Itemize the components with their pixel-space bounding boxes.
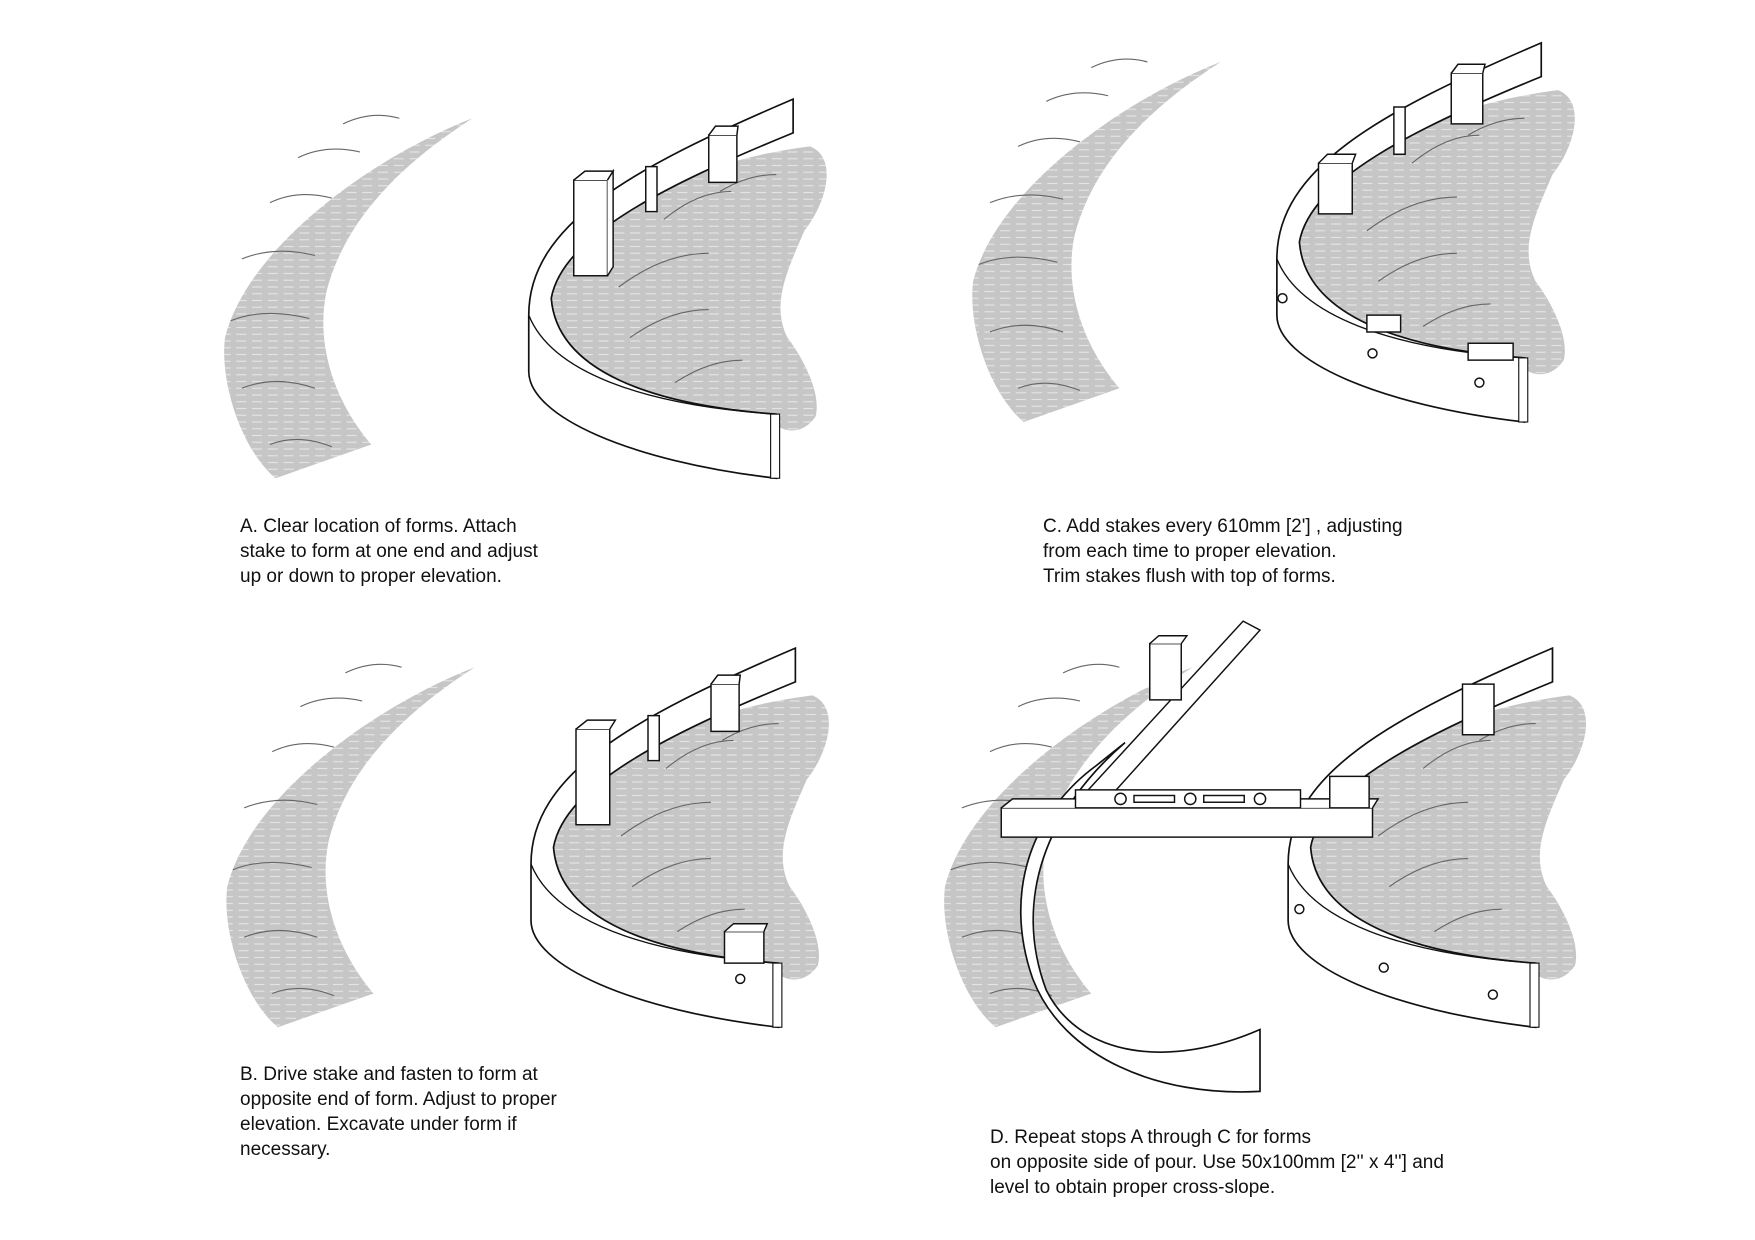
- caption-line: C. Add stakes every 610mm [2'] , adjusti…: [1043, 516, 1403, 537]
- caption-step-b: B. Drive stake and fasten to form at opp…: [240, 1062, 557, 1162]
- caption-line: from each time to proper elevation.: [1043, 541, 1337, 562]
- caption-line: necessary.: [240, 1139, 331, 1160]
- caption-line: Trim stakes flush with top of forms.: [1043, 566, 1336, 587]
- caption-line: stake to form at one end and adjust: [240, 541, 538, 562]
- caption-line: elevation. Excavate under form if: [240, 1114, 517, 1135]
- panel-a-drawing: [223, 98, 828, 480]
- caption-line: level to obtain proper cross-slope.: [990, 1177, 1276, 1198]
- caption-line: B. Drive stake and fasten to form at: [240, 1064, 538, 1085]
- caption-line: on opposite side of pour. Use 50x100mm […: [990, 1152, 1444, 1173]
- panel-c-drawing: [971, 42, 1576, 423]
- caption-line: up or down to proper elevation.: [240, 566, 502, 587]
- caption-line: opposite end of form. Adjust to proper: [240, 1089, 557, 1110]
- caption-step-a: A. Clear location of forms. Attach stake…: [240, 514, 538, 589]
- caption-step-c: C. Add stakes every 610mm [2'] , adjusti…: [1043, 514, 1403, 589]
- caption-line: D. Repeat stops A through C for forms: [990, 1127, 1312, 1148]
- caption-step-d: D. Repeat stops A through C for forms on…: [990, 1125, 1444, 1200]
- panel-b-drawing: [225, 647, 830, 1029]
- caption-line: A. Clear location of forms. Attach: [240, 516, 517, 537]
- panel-d-drawing: [943, 620, 1587, 1093]
